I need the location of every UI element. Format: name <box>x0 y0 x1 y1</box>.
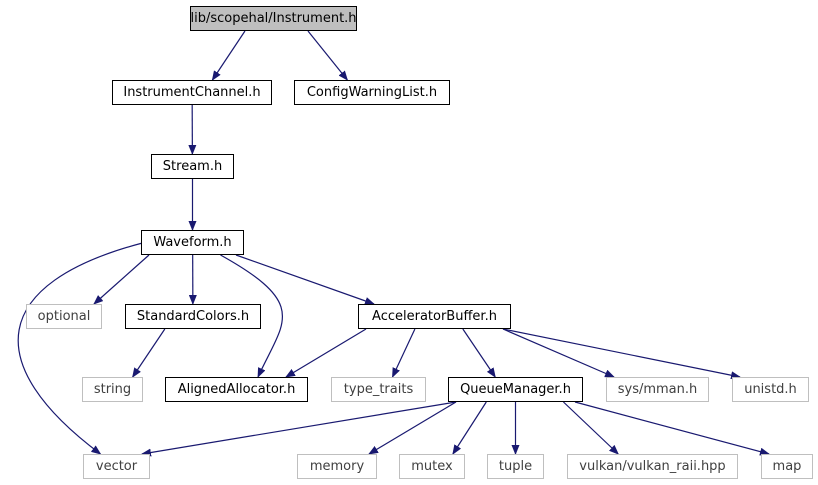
edge-acceleratorbuffer-to-type_traits <box>391 328 416 378</box>
node-queuemanager-h[interactable]: QueueManager.h <box>448 377 583 402</box>
node-acceleratorbuffer-h[interactable]: AcceleratorBuffer.h <box>358 304 511 329</box>
node-vector: vector <box>83 454 150 479</box>
node-configwarninglist-h[interactable]: ConfigWarningList.h <box>294 80 450 105</box>
node-optional: optional <box>26 304 102 329</box>
edge-queuemanager-to-vector <box>141 401 457 457</box>
node-label: lib/scopehal/Instrument.h <box>190 11 357 26</box>
node-label: ConfigWarningList.h <box>306 85 438 100</box>
edge-instrument-to-configwarninglist <box>307 30 349 81</box>
edge-instrument-to-instrumentchannel <box>211 30 246 81</box>
node-vulkan-raii-hpp: vulkan/vulkan_raii.hpp <box>567 454 738 479</box>
node-label: tuple <box>498 459 533 474</box>
node-unistd-h: unistd.h <box>732 377 809 402</box>
node-tuple: tuple <box>487 454 544 479</box>
edge-queuemanager-to-map <box>574 401 770 456</box>
edge-queuemanager-to-memory <box>368 401 457 455</box>
node-label: unistd.h <box>744 382 797 397</box>
node-label: AlignedAllocator.h <box>177 382 296 397</box>
edge-acceleratorbuffer-to-alignedallocator <box>285 328 367 378</box>
edge-acceleratorbuffer-to-sys_mman <box>502 328 615 378</box>
node-type-traits: type_traits <box>331 377 426 402</box>
node-label: string <box>93 382 132 397</box>
edge-acceleratorbuffer-to-unistd <box>502 328 741 380</box>
node-label: mutex <box>411 459 453 474</box>
node-label: memory <box>309 459 365 474</box>
edge-waveform-to-alignedallocator <box>220 254 283 378</box>
node-label: vector <box>95 459 138 474</box>
node-standardcolors-h[interactable]: StandardColors.h <box>125 304 261 329</box>
edge-waveform-to-acceleratorbuffer <box>235 254 375 305</box>
node-label: InstrumentChannel.h <box>123 85 261 100</box>
edge-standardcolors-to-string <box>132 328 166 378</box>
node-alignedallocator-h[interactable]: AlignedAllocator.h <box>165 377 308 402</box>
node-instrument-h: lib/scopehal/Instrument.h <box>190 6 357 31</box>
edge-waveform-to-optional <box>93 254 150 305</box>
edge-queuemanager-to-vulkan_raii <box>563 401 619 455</box>
node-label: optional <box>37 309 91 324</box>
node-memory: memory <box>297 454 377 479</box>
node-label: sys/mman.h <box>617 382 698 397</box>
node-label: Stream.h <box>162 159 223 174</box>
edge-acceleratorbuffer-to-queuemanager <box>462 328 496 378</box>
node-label: AcceleratorBuffer.h <box>372 309 497 324</box>
node-instrumentchannel-h[interactable]: InstrumentChannel.h <box>112 80 272 105</box>
node-label: StandardColors.h <box>136 309 250 324</box>
node-stream-h[interactable]: Stream.h <box>151 154 234 179</box>
edge-queuemanager-to-mutex <box>452 401 487 455</box>
node-label: type_traits <box>343 382 414 397</box>
node-label: QueueManager.h <box>460 382 571 397</box>
edge-waveform-to-vector <box>17 242 143 455</box>
node-map: map <box>761 454 813 479</box>
node-mutex: mutex <box>399 454 465 479</box>
node-label: Waveform.h <box>153 235 232 250</box>
node-sys-mman-h: sys/mman.h <box>606 377 709 402</box>
node-waveform-h[interactable]: Waveform.h <box>141 230 244 255</box>
node-label: vulkan/vulkan_raii.hpp <box>579 459 726 474</box>
node-string: string <box>82 377 143 402</box>
node-label: map <box>772 459 802 474</box>
